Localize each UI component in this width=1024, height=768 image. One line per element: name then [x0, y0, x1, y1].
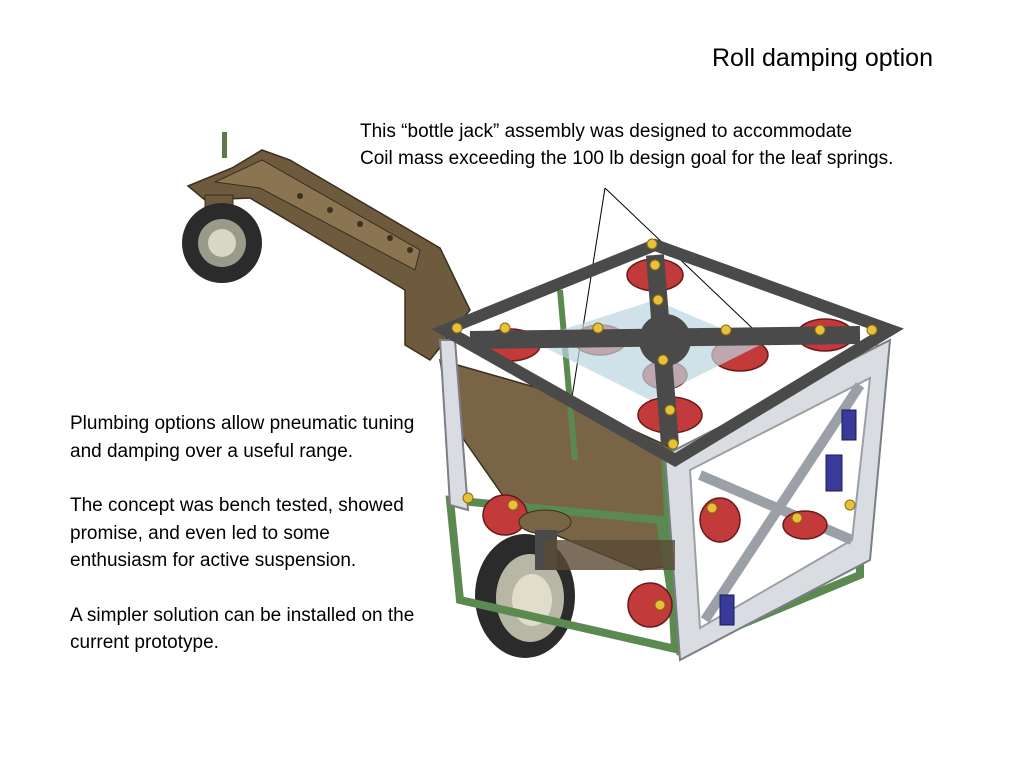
callout-line-2: Coil mass exceeding the 100 lb design go…: [360, 148, 894, 169]
callout-text: This “bottle jack” assembly was designed…: [360, 118, 893, 172]
note-paragraph-3: A simpler solution can be installed on t…: [70, 604, 415, 654]
slide-title: Roll damping option: [712, 44, 933, 72]
caster-wheel: [182, 194, 262, 283]
frame-cube: [438, 289, 892, 662]
bolts: [451, 238, 878, 611]
cart-assembly-illustration: [182, 132, 904, 662]
bottle-jack-assembly: [518, 509, 675, 570]
notes-block: Plumbing options allow pneumatic tuning …: [70, 410, 430, 684]
note-paragraph-1: Plumbing options allow pneumatic tuning …: [70, 413, 415, 462]
callout-line-1: This “bottle jack” assembly was designed…: [360, 121, 853, 142]
tow-arm: [186, 132, 471, 361]
note-paragraph-2: The concept was bench tested, showed pro…: [70, 495, 404, 571]
motor-blocks: [719, 409, 857, 626]
